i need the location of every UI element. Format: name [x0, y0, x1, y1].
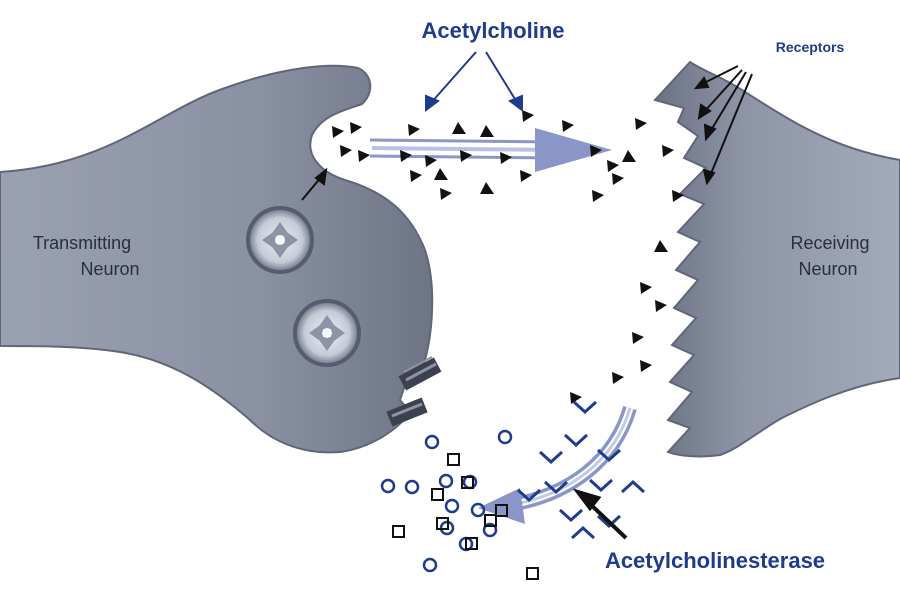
synaptic-vesicle: [246, 206, 314, 274]
acetylcholine-molecules: [332, 110, 684, 404]
enzyme-leader-arrow: [572, 488, 628, 540]
acetate-molecules: [392, 453, 539, 580]
acetylcholine-label: Acetylcholine: [421, 18, 564, 43]
transmitting-neuron-label-line2: Neuron: [80, 259, 139, 279]
transmitting-neuron: [0, 64, 434, 454]
receiving-neuron-label-line1: Receiving: [790, 233, 869, 253]
receptor-leader-arrows: [693, 65, 753, 186]
transmitting-neuron-label-line1: Transmitting: [33, 233, 131, 253]
breakdown-flow-arrow: [478, 405, 637, 524]
choline-molecules: [380, 429, 513, 573]
vesicle-release-arrow: [301, 167, 328, 201]
synaptic-vesicle: [293, 299, 361, 367]
receiving-neuron-label-line2: Neuron: [798, 259, 857, 279]
acetylcholinesterase-enzymes: [516, 400, 646, 540]
acetylcholinesterase-label: Acetylcholinesterase: [605, 548, 825, 573]
acetylcholine-leader-arrows: [425, 51, 523, 112]
reuptake-channel: [398, 356, 442, 391]
receiving-neuron: [653, 60, 900, 458]
receptors-label: Receptors: [776, 39, 845, 55]
reuptake-channel: [386, 397, 428, 427]
